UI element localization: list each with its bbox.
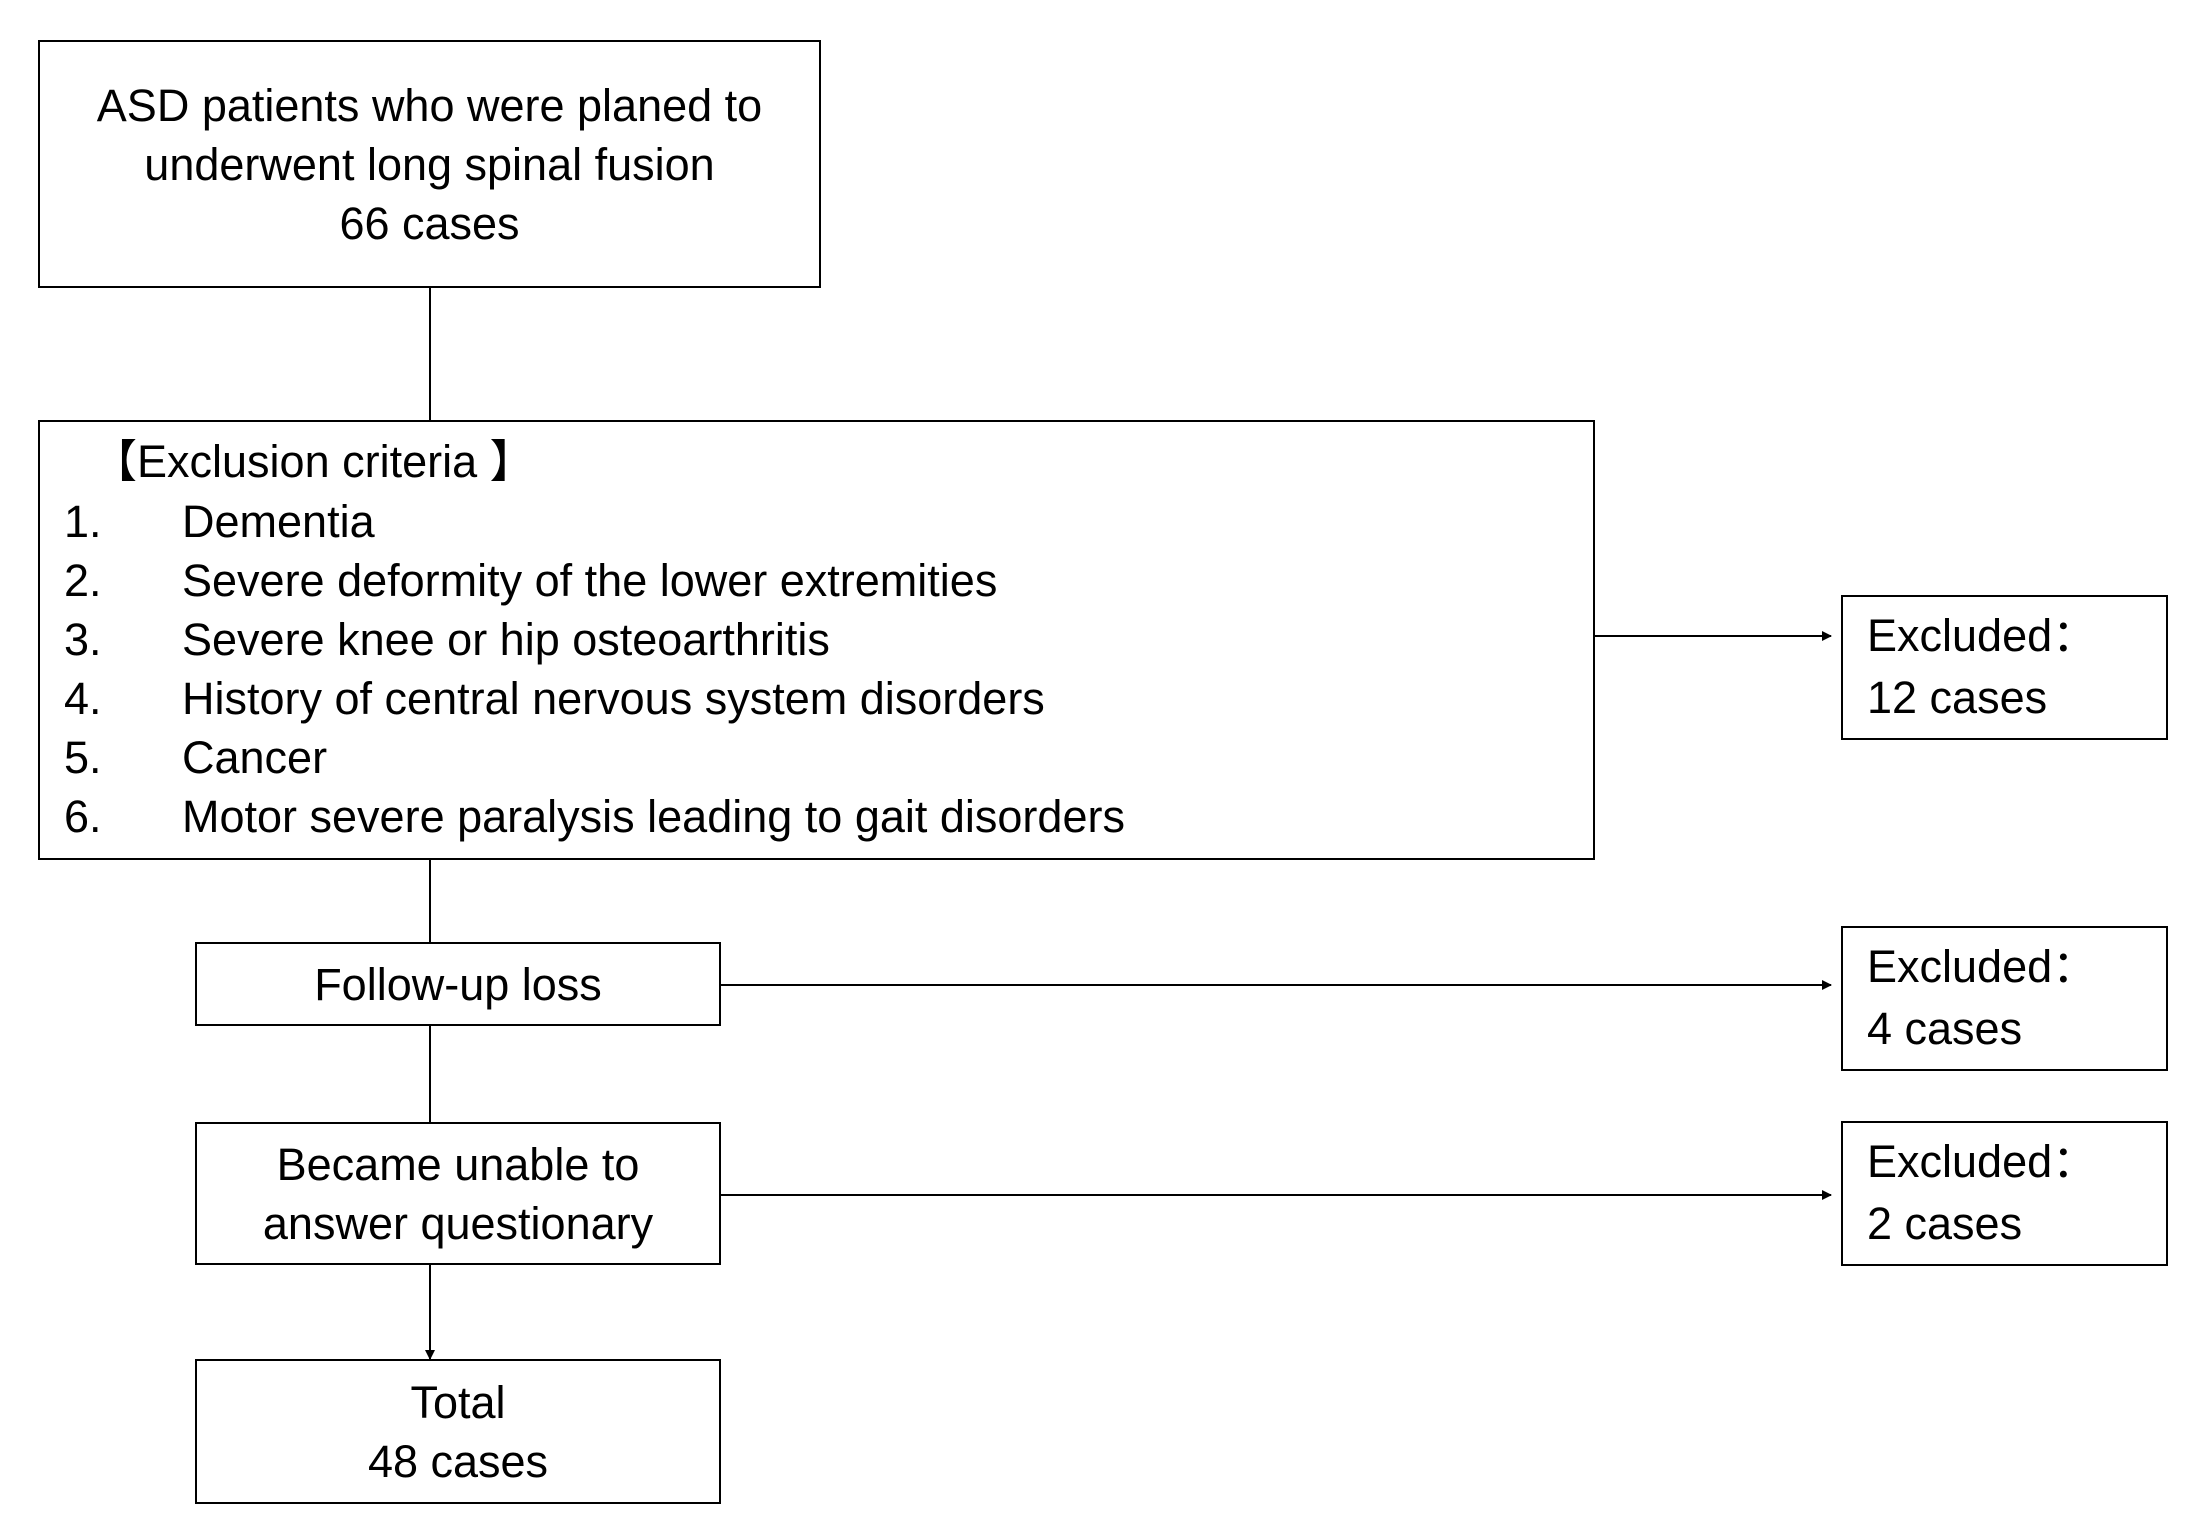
criteria-item-text: Dementia <box>182 496 375 547</box>
excluded-box-1: Excluded： 12 cases <box>1841 595 2168 740</box>
criteria-item-text: Cancer <box>182 732 328 783</box>
criteria-item-number: 4. <box>64 673 102 724</box>
criteria-item: 6. Motor severe paralysis leading to gait… <box>64 787 1125 846</box>
unable-box-line-1: Became unable to <box>276 1138 640 1190</box>
excluded-box-3-text: Excluded： 2 cases <box>1867 1131 2097 1255</box>
total-box-line-1: Total <box>410 1376 506 1428</box>
excluded-box-1-text: Excluded： 12 cases <box>1867 605 2097 729</box>
exclusion-criteria-box: 【Exclusion criteria 】 1. Dementia 2. Sever… <box>38 420 1595 860</box>
criteria-item-text: Severe knee or hip osteoarthritis <box>182 614 830 665</box>
criteria-item-number: 2. <box>64 555 102 606</box>
excluded-label: Excluded： <box>1867 1136 2098 1187</box>
criteria-item-text: Severe deformity of the lower extremitie… <box>182 555 998 606</box>
criteria-item: 4. History of central nervous system diso… <box>64 669 1125 728</box>
excluded-count: 12 cases <box>1867 672 2048 723</box>
start-box-line-1: ASD patients who were planed to <box>96 79 763 131</box>
follow-up-loss-box: Follow-up loss <box>195 942 721 1026</box>
exclusion-criteria-list: 1. Dementia 2. Severe deformity of the low… <box>64 492 1125 846</box>
excluded-box-2-text: Excluded： 4 cases <box>1867 936 2097 1060</box>
criteria-item-number: 1. <box>64 496 102 547</box>
criteria-item-text: Motor severe paralysis leading to gait d… <box>182 791 1125 842</box>
criteria-item-number: 3. <box>64 614 102 665</box>
unable-to-answer-box: Became unable to answer questionary <box>195 1122 721 1265</box>
criteria-item-text: History of central nervous system disord… <box>182 673 1045 724</box>
excluded-box-2: Excluded： 4 cases <box>1841 926 2168 1071</box>
criteria-item-number: 5. <box>64 732 102 783</box>
excluded-box-3: Excluded： 2 cases <box>1841 1121 2168 1266</box>
criteria-item: 1. Dementia <box>64 492 1125 551</box>
excluded-label: Excluded： <box>1867 941 2098 992</box>
total-box-line-2: 48 cases <box>367 1435 549 1487</box>
criteria-item-number: 6. <box>64 791 102 842</box>
unable-box-line-2: answer questionary <box>262 1197 654 1249</box>
total-box: Total 48 cases <box>195 1359 721 1504</box>
excluded-count: 4 cases <box>1867 1003 2023 1054</box>
follow-up-loss-label: Follow-up loss <box>314 958 602 1010</box>
start-box: ASD patients who were planed to underwen… <box>38 40 821 288</box>
criteria-item: 3. Severe knee or hip osteoarthritis <box>64 610 1125 669</box>
excluded-label: Excluded： <box>1867 610 2098 661</box>
start-box-line-3: 66 cases <box>339 197 520 249</box>
start-box-line-2: underwent long spinal fusion <box>144 138 715 190</box>
criteria-item: 5. Cancer <box>64 728 1125 787</box>
excluded-count: 2 cases <box>1867 1198 2023 1249</box>
criteria-item: 2. Severe deformity of the lower extremit… <box>64 551 1125 610</box>
exclusion-criteria-title: 【Exclusion criteria 】 <box>92 436 535 487</box>
